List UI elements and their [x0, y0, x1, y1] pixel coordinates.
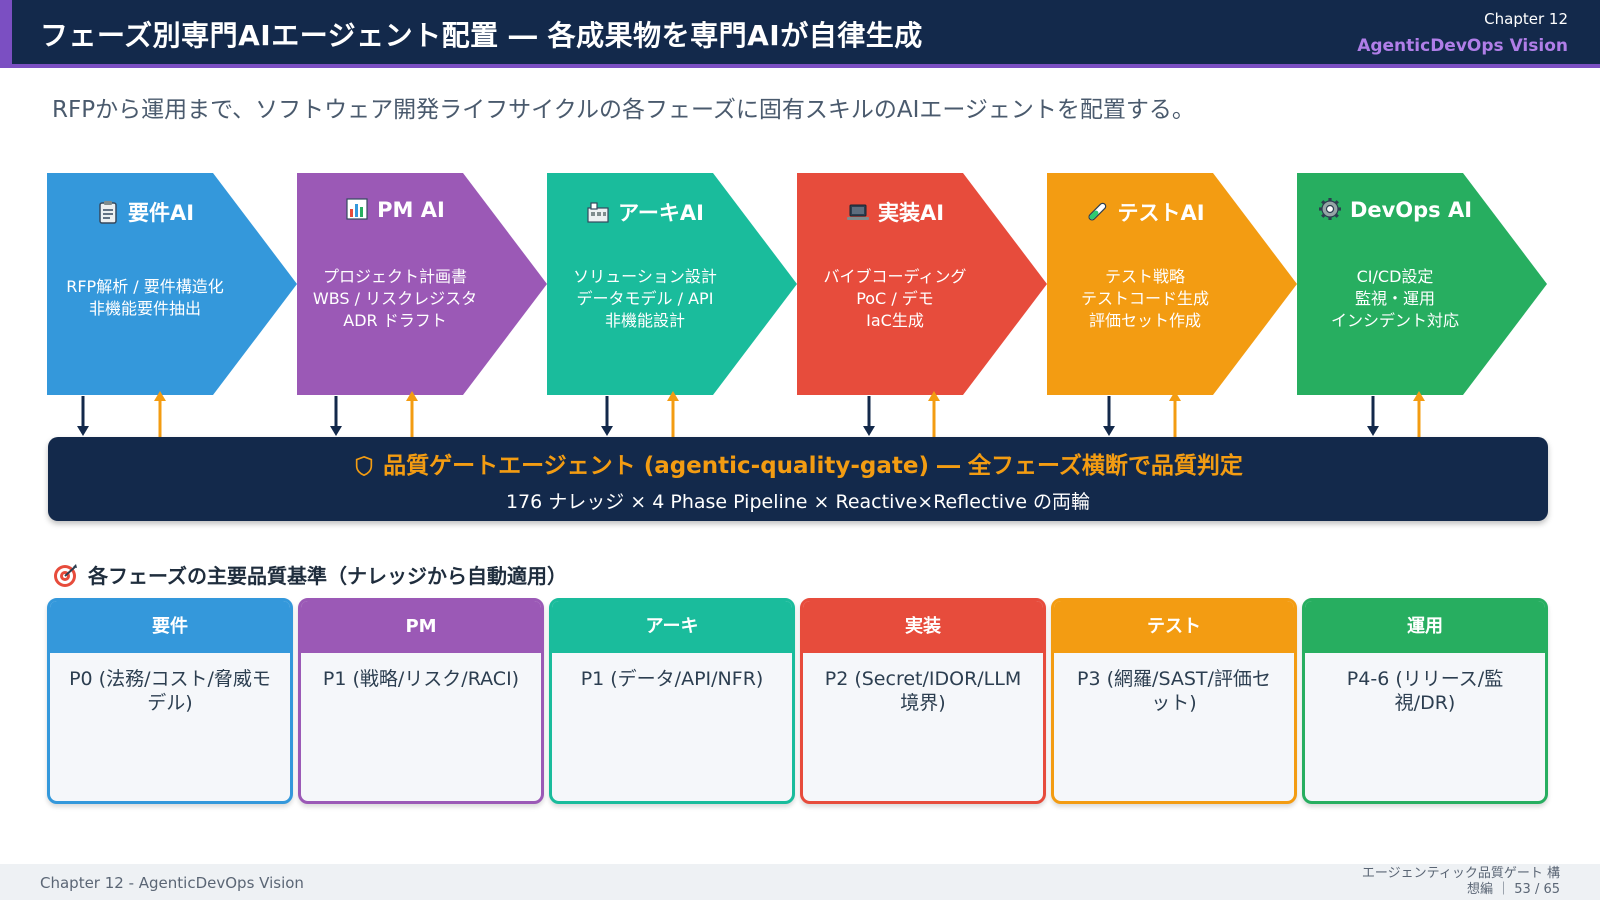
phase-description: CI/CD設定 監視・運用 インシデント対応	[1297, 266, 1493, 332]
chapter-label: Chapter 12	[1484, 10, 1568, 28]
up-arrow	[927, 390, 941, 437]
phase-title-text: テストAI	[1117, 201, 1205, 225]
phase-pm-ai: PM AI プロジェクト計画書 WBS / リスクレジスタ ADR ドラフト	[297, 173, 547, 395]
phase-description: RFP解析 / 要件構造化 非機能要件抽出	[47, 276, 243, 320]
phase-title: DevOps AI	[1297, 197, 1493, 222]
phase-description-line: テスト戦略	[1104, 267, 1185, 286]
down-arrow	[76, 396, 90, 437]
phase-title-text: DevOps AI	[1349, 198, 1473, 222]
phase-description-line: バイブコーディング	[823, 267, 967, 286]
criteria-card-test: テスト P3 (網羅/SAST/評価セット)	[1051, 598, 1297, 804]
down-arrow	[862, 396, 876, 437]
up-arrow	[153, 390, 167, 437]
criteria-card-architecture: アーキ P1 (データ/API/NFR)	[549, 598, 795, 804]
phase-description-line: CI/CD設定	[1356, 267, 1434, 286]
footer-page-number: 想編 ｜ 53 / 65	[1467, 882, 1560, 897]
criteria-card-header: 運用	[1305, 601, 1545, 653]
phase-description-line: WBS / リスクレジスタ	[312, 289, 478, 308]
criteria-card-pm: PM P1 (戦略/リスク/RACI)	[298, 598, 544, 804]
up-arrow	[1168, 390, 1182, 437]
criteria-heading-text: 各フェーズの主要品質基準（ナレッジから自動適用）	[88, 564, 567, 588]
clipboard-icon	[99, 201, 117, 224]
phase-description: バイブコーディング PoC / デモ IaC生成	[797, 266, 993, 332]
criteria-card-body: P0 (法務/コスト/脅威モデル)	[69, 668, 271, 714]
phase-architecture-ai: アーキAI ソリューション設計 データモデル / API 非機能設計	[547, 173, 797, 395]
phase-description-line: IaC生成	[866, 311, 924, 330]
phase-title: テストAI	[1047, 197, 1243, 227]
phase-description-line: ソリューション設計	[573, 267, 717, 286]
up-arrow	[405, 390, 419, 437]
footer-chapter-label: Chapter 12 - AgenticDevOps Vision	[40, 874, 304, 892]
criteria-card-requirements: 要件 P0 (法務/コスト/脅威モデル)	[47, 598, 293, 804]
up-arrow	[666, 390, 680, 437]
phase-description-line: RFP解析 / 要件構造化	[66, 277, 224, 296]
quality-gate-title: 品質ゲートエージェント (agentic-quality-gate) ― 全フェ…	[48, 446, 1548, 480]
phase-test-ai: テストAI テスト戦略 テストコード生成 評価セット作成	[1047, 173, 1297, 395]
phase-devops-ai: DevOps AI CI/CD設定 監視・運用 インシデント対応	[1297, 173, 1547, 395]
laptop-icon	[846, 204, 869, 220]
test-tube-icon	[1088, 202, 1107, 221]
down-arrow	[1366, 396, 1380, 437]
phase-implementation-ai: 実装AI バイブコーディング PoC / デモ IaC生成	[797, 173, 1047, 395]
quality-gate-bar: 品質ゲートエージェント (agentic-quality-gate) ― 全フェ…	[48, 437, 1548, 521]
down-arrow	[329, 396, 343, 437]
phase-title-text: PM AI	[377, 198, 445, 222]
phase-description: プロジェクト計画書 WBS / リスクレジスタ ADR ドラフト	[297, 266, 493, 332]
gear-icon	[1318, 198, 1341, 220]
phase-description: テスト戦略 テストコード生成 評価セット作成	[1047, 266, 1243, 332]
criteria-card-body: P4-6 (リリース/監視/DR)	[1346, 668, 1504, 714]
footer-page-info-line: エージェンティック品質ゲート 構	[1361, 866, 1560, 881]
down-arrow	[1102, 396, 1116, 437]
phase-description-line: 非機能設計	[604, 311, 685, 330]
phase-description-line: 評価セット作成	[1088, 311, 1201, 330]
criteria-card-header: アーキ	[552, 601, 792, 653]
phase-description-line: テストコード生成	[1080, 289, 1209, 308]
criteria-card-header: 実装	[803, 601, 1043, 653]
phase-title-text: 要件AI	[127, 201, 195, 225]
phase-description-line: インシデント対応	[1330, 311, 1459, 330]
target-icon	[54, 564, 77, 587]
slide-subtitle: RFPから運用まで、ソフトウェア開発ライフサイクルの各フェーズに固有スキルのAI…	[52, 97, 1195, 123]
phase-description-line: PoC / デモ	[856, 289, 934, 308]
criteria-card-implementation: 実装 P2 (Secret/IDOR/LLM境界)	[800, 598, 1046, 804]
phase-title-text: 実装AI	[877, 201, 945, 225]
down-arrow	[600, 396, 614, 437]
phase-description-line: 監視・運用	[1354, 289, 1435, 308]
phase-title: 要件AI	[47, 197, 243, 227]
quality-gate-subtitle: 176 ナレッジ × 4 Phase Pipeline × Reactive×R…	[505, 491, 1091, 513]
phase-description-line: プロジェクト計画書	[322, 267, 467, 286]
blueprint-icon	[587, 202, 609, 223]
criteria-card-header: PM	[301, 601, 541, 653]
footer-page-info: エージェンティック品質ゲート 構 想編 ｜ 53 / 65	[1360, 866, 1560, 898]
phase-requirements-ai: 要件AI RFP解析 / 要件構造化 非機能要件抽出	[47, 173, 297, 395]
quality-gate-title-text: 品質ゲートエージェント (agentic-quality-gate) ― 全フェ…	[383, 453, 1243, 479]
phase-title: 実装AI	[797, 197, 993, 227]
vision-label: AgenticDevOps Vision	[1357, 36, 1568, 56]
criteria-card-operations: 運用 P4-6 (リリース/監視/DR)	[1302, 598, 1548, 804]
criteria-card-header: テスト	[1054, 601, 1294, 653]
criteria-card-body: P2 (Secret/IDOR/LLM境界)	[824, 668, 1022, 714]
phase-description: ソリューション設計 データモデル / API 非機能設計	[547, 266, 743, 332]
slide-footer: Chapter 12 - AgenticDevOps Vision エージェンテ…	[0, 864, 1600, 900]
criteria-heading: 各フェーズの主要品質基準（ナレッジから自動適用）	[52, 560, 567, 589]
slide-title: フェーズ別専門AIエージェント配置 ― 各成果物を専門AIが自律生成	[40, 19, 923, 52]
slide-header: フェーズ別専門AIエージェント配置 ― 各成果物を専門AIが自律生成 Chapt…	[0, 0, 1600, 68]
phase-title-text: アーキAI	[618, 201, 704, 225]
criteria-card-body: P3 (網羅/SAST/評価セット)	[1077, 668, 1271, 714]
phase-title: PM AI	[297, 197, 493, 222]
criteria-card-body: P1 (戦略/リスク/RACI)	[322, 668, 520, 690]
shield-icon	[355, 455, 373, 477]
phase-description-line: ADR ドラフト	[343, 311, 447, 330]
phase-title: アーキAI	[547, 197, 743, 227]
criteria-card-header: 要件	[50, 601, 290, 653]
criteria-card-body: P1 (データ/API/NFR)	[580, 668, 764, 690]
up-arrow	[1412, 390, 1426, 437]
bar-chart-icon	[346, 198, 368, 220]
phase-description-line: 非機能要件抽出	[88, 299, 201, 318]
phase-description-line: データモデル / API	[576, 289, 714, 308]
